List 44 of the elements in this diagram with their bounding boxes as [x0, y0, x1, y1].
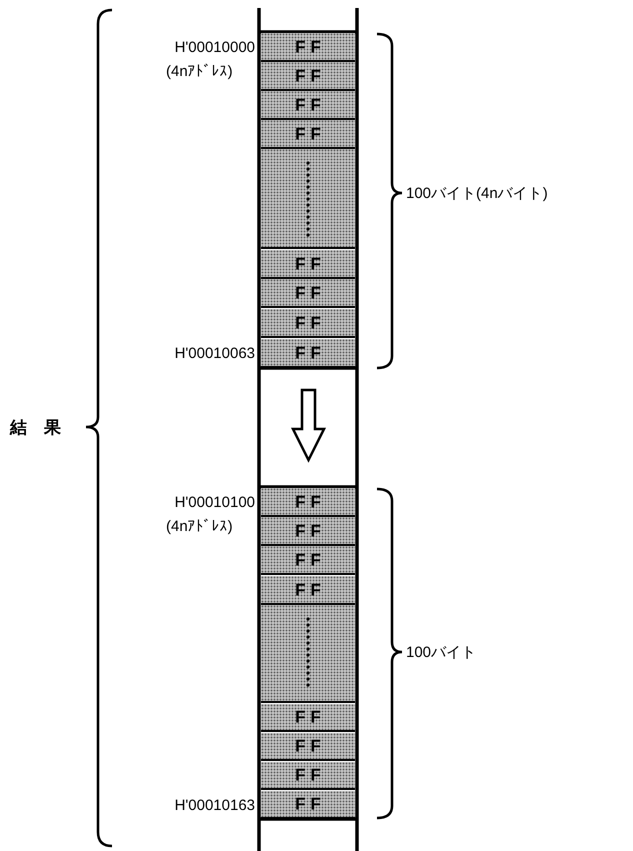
memory-cell: [261, 733, 355, 761]
memory-address: H'00010063: [174, 346, 255, 361]
memory-cell: [261, 250, 355, 279]
cell-value: FF: [294, 551, 327, 568]
memory-cell: [261, 488, 355, 517]
size-note: 100バイト: [406, 645, 476, 660]
cell-value: FF: [294, 344, 327, 361]
memory-address: H'00010000: [174, 40, 255, 55]
cell-value: FF: [294, 738, 327, 754]
omitted-cells: [261, 605, 355, 703]
cell-value: FF: [294, 67, 327, 84]
cell-value: FF: [294, 522, 327, 539]
memory-cell: [261, 309, 355, 338]
memory-cell: [261, 62, 355, 91]
address-note: (4nｱﾄﾞﾚｽ): [166, 64, 233, 79]
cell-value: FF: [294, 96, 327, 113]
memory-cell: [261, 279, 355, 308]
cell-value: FF: [294, 314, 327, 331]
memory-cell: [261, 546, 355, 575]
memory-cell: [261, 517, 355, 546]
cell-value: FF: [294, 581, 327, 598]
cell-value: FF: [294, 125, 327, 142]
memory-cell: [261, 33, 355, 62]
block-arrow: [290, 388, 326, 463]
size-note: 100バイト(4nバイト): [406, 186, 548, 201]
cell-value: FF: [294, 708, 327, 726]
memory-cell: [261, 791, 355, 819]
omitted-cells: [261, 149, 355, 249]
cell-value: FF: [294, 284, 327, 301]
cell-value: FF: [294, 766, 327, 784]
memory-address: H'00010163: [174, 798, 255, 813]
memory-cell: [261, 576, 355, 605]
memory-address: H'00010100: [174, 495, 255, 510]
cell-value: FF: [294, 493, 327, 510]
result-label: 結 果: [10, 419, 61, 436]
cell-value: FF: [294, 255, 327, 272]
memory-cell: [261, 339, 355, 368]
cell-value: FF: [294, 796, 327, 812]
memory-cell: [261, 91, 355, 120]
memory-cell: [261, 120, 355, 149]
address-note: (4nｱﾄﾞﾚｽ): [166, 519, 233, 534]
memory-cell: [261, 762, 355, 790]
cell-value: FF: [294, 38, 327, 55]
memory-cell: [261, 704, 355, 732]
